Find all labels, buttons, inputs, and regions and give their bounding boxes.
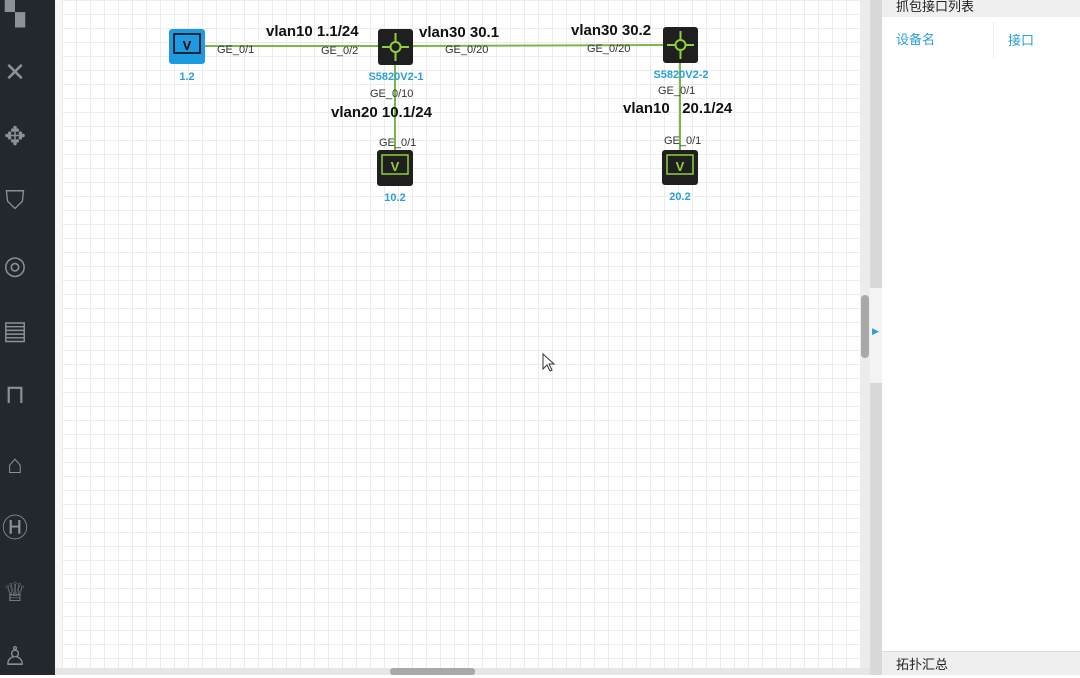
pc-node-10-2[interactable]: V 10.2 — [377, 150, 413, 204]
switch-node-s5820v2-1[interactable]: S5820V2-1 — [368, 29, 424, 83]
panel-collapse-button[interactable]: ▶ — [870, 288, 882, 383]
port-label: GE_0/1 — [664, 135, 701, 147]
user-icon[interactable]: ♙ — [3, 641, 27, 671]
home-icon[interactable]: ⌂ — [7, 449, 23, 479]
h-logo-icon[interactable]: Ⓗ — [1, 513, 28, 543]
pc-node-1-2[interactable]: V 1.2 — [169, 29, 205, 83]
device-label: S5820V2-2 — [653, 69, 708, 81]
column-device-name[interactable]: 设备名 — [882, 21, 994, 58]
cross-arrows-icon[interactable]: ✕ — [4, 57, 26, 87]
port-label: GE_0/1 — [379, 137, 416, 149]
vertical-scroll-thumb[interactable] — [861, 295, 869, 358]
annotation: vlan30 30.2 — [571, 22, 651, 39]
topology-canvas[interactable]: V 1.2 S5820V2-1 S5820V2-2 V 10.2 V 20.2 … — [55, 0, 860, 668]
ethernet-port-icon[interactable]: ⊓ — [4, 379, 26, 409]
trophy-icon[interactable]: ♕ — [3, 577, 27, 607]
router-icon[interactable]: ✥ — [4, 121, 26, 151]
topology-summary-header[interactable]: 拓扑汇总 — [882, 651, 1080, 675]
annotation: vlan10 1.1/24 — [266, 23, 359, 40]
port-label: GE_0/2 — [321, 45, 358, 57]
vertical-scrollbar[interactable] — [860, 0, 870, 668]
mouse-cursor-icon — [542, 352, 556, 372]
annotation: vlan20 10.1/24 — [331, 104, 433, 121]
svg-text:V: V — [676, 159, 685, 174]
link-sw1-sw2[interactable] — [412, 44, 664, 47]
port-label: GE_0/20 — [445, 44, 488, 56]
sidebar: ▚ ✕ ✥ ⛉ ◎ ▤ ⊓ ⌂ Ⓗ ♕ ♙ — [0, 0, 55, 675]
table-header: 设备名 接口 — [882, 17, 1080, 62]
port-label: GE_0/10 — [370, 88, 413, 100]
device-label: 20.2 — [669, 191, 690, 203]
server-icon[interactable]: ▤ — [2, 315, 28, 345]
device-label: 10.2 — [384, 192, 405, 204]
topology-diagram: V 1.2 S5820V2-1 S5820V2-2 V 10.2 V 20.2 … — [169, 22, 733, 372]
shield-icon[interactable]: ⛉ — [5, 185, 25, 215]
device-label: S5820V2-1 — [368, 71, 423, 83]
port-label: GE_0/20 — [587, 43, 630, 55]
port-label: GE_0/1 — [658, 85, 695, 97]
port-label: GE_0/1 — [217, 44, 254, 56]
column-interface[interactable]: 接口 — [1008, 33, 1035, 48]
switch-node-s5820v2-2[interactable]: S5820V2-2 — [653, 27, 709, 81]
horizontal-scrollbar[interactable] — [55, 668, 870, 675]
wifi-icon[interactable]: ◎ — [3, 250, 27, 280]
svg-text:V: V — [391, 159, 400, 174]
annotation: vlan30 30.1 — [419, 24, 499, 41]
annotation: vlan10 20.1/24 — [623, 100, 733, 117]
horizontal-scroll-thumb[interactable] — [390, 668, 475, 675]
pc-node-20-2[interactable]: V 20.2 — [662, 150, 698, 203]
caret-right-icon: ▶ — [872, 326, 879, 336]
device-pixel-icon[interactable]: ▚ — [5, 0, 25, 27]
panel-title: 抓包接口列表 — [882, 0, 1080, 17]
capture-interface-panel: 抓包接口列表 设备名 接口 拓扑汇总 — [882, 0, 1080, 675]
device-label: 1.2 — [179, 71, 194, 83]
svg-text:V: V — [183, 38, 192, 53]
panel-splitter[interactable]: ▶ — [870, 0, 882, 675]
